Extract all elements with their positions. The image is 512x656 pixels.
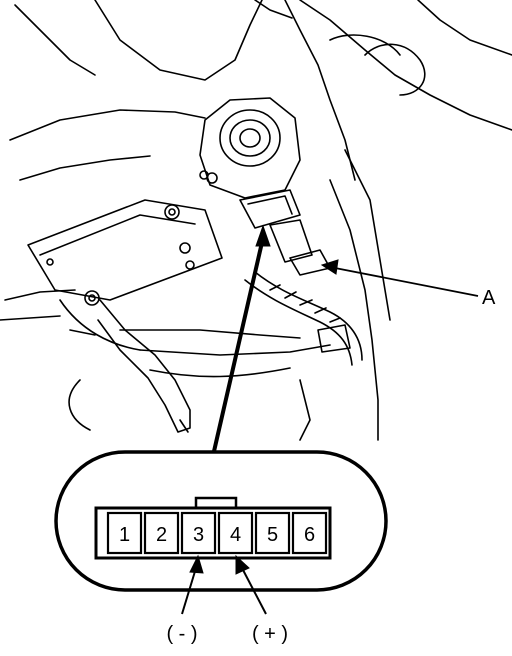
- pin-cell-6: [291, 511, 328, 555]
- pin-number-3: 3: [193, 524, 204, 546]
- negative-probe-label: ( - ): [166, 623, 197, 645]
- pin-cell-5: [254, 511, 291, 555]
- pin-number-4: 4: [230, 524, 241, 546]
- pin-number-1: 1: [119, 524, 130, 546]
- positive-probe-arrow: [241, 567, 267, 615]
- callout-label-a: A: [482, 287, 496, 309]
- probe-arrows: [181, 554, 267, 615]
- pin-number-6: 6: [304, 524, 315, 546]
- positive-probe-label: ( + ): [252, 623, 288, 645]
- pin-cell-1: [106, 511, 143, 555]
- pin-cells: [106, 511, 328, 555]
- connector-face-view: 1 2 3 4 5 6: [54, 450, 388, 592]
- callout-leaders: [210, 224, 479, 461]
- negative-probe-arrow: [181, 567, 197, 615]
- steering-column-illustration: [0, 0, 512, 441]
- pin-number-5: 5: [267, 524, 278, 546]
- pin-cell-2: [143, 511, 180, 555]
- pin-cell-4: [217, 511, 254, 555]
- pin-cell-3: [180, 511, 217, 555]
- pin-number-2: 2: [156, 524, 167, 546]
